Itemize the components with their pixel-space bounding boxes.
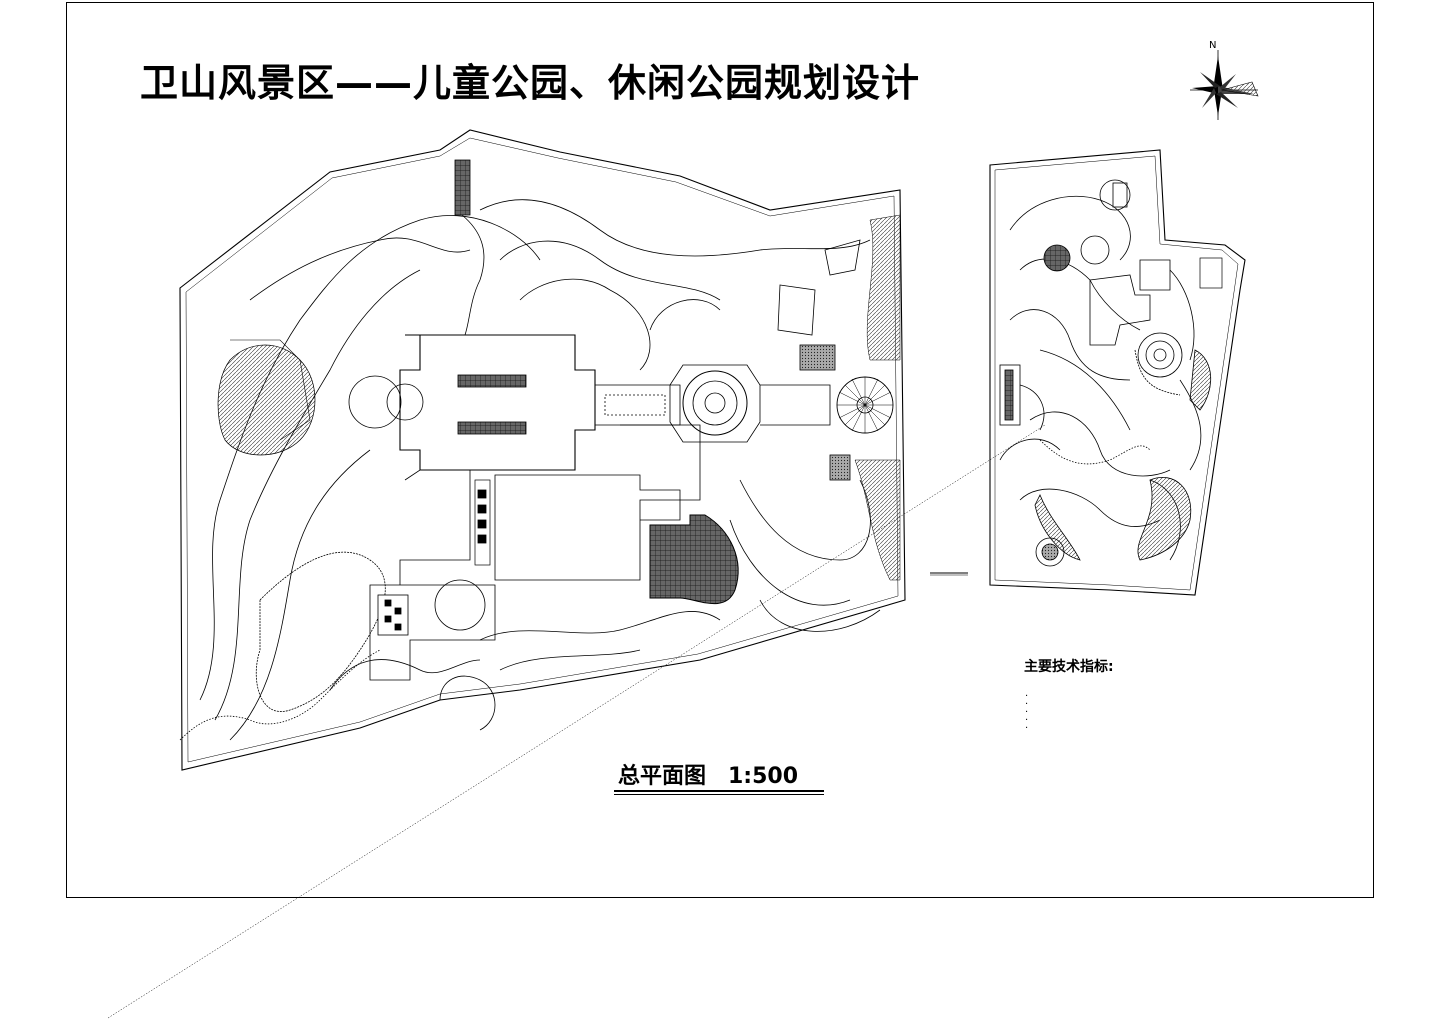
scale-underline-thin — [614, 794, 824, 795]
leisure-park — [989, 149, 1246, 596]
technical-indicators-list: . . . . . — [1025, 688, 1029, 731]
north-label: N — [1209, 40, 1217, 51]
children-park — [179, 129, 906, 771]
technical-indicators-title: 主要技术指标: — [1024, 659, 1114, 675]
plan-scale-title: 总平面图 1:500 — [618, 764, 799, 789]
scale-underline-thick — [614, 790, 824, 792]
drawing-title: 卫山风景区——儿童公园、休闲公园规划设计 — [140, 61, 921, 105]
drawing-frame — [66, 2, 1374, 898]
north-arrow-icon — [1190, 50, 1259, 120]
